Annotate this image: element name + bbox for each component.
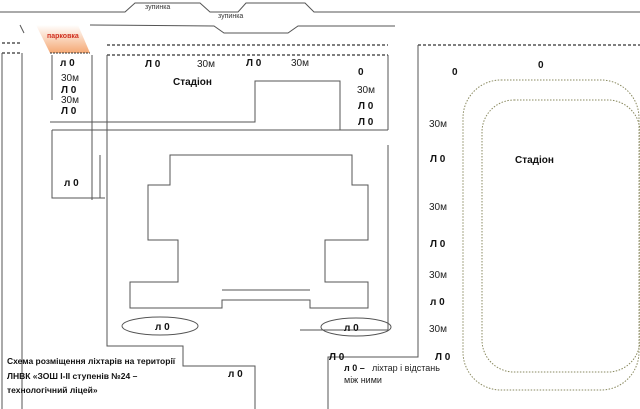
stadium-2-label: Стадіон [515,155,554,166]
lamp-marker: Л 0 [61,85,77,96]
lamp-marker: Л 0 [145,59,161,70]
lamp-marker: Л 0 [358,101,374,112]
distance-label: 30м [429,202,447,213]
legend-text: ліхтар і відстань [372,363,440,373]
parking-area [36,25,90,53]
lamp-marker: л 0 [430,297,445,308]
bus-stop-label-2: зупинка [218,13,243,20]
lamp-marker: Л 0 [329,352,345,363]
lamp-marker: Л 0 [435,352,451,363]
lamp-marker: Л 0 [430,154,446,165]
stadium-2-inner-track [481,99,640,373]
legend-symbol: л 0 – [344,363,365,373]
lamp-marker: л 0 [60,58,75,69]
lamp-marker: 0 [452,67,458,78]
lamp-flowerbed-1 [121,316,199,336]
road-edge-top [0,2,640,13]
caption-line-2: ЛНВК «ЗОШ І-ІІ ступенів №24 – [7,371,138,381]
distance-label: 30м [429,270,447,281]
lamp-marker: л 0 [155,322,170,333]
bus-stop-label-1: зупинка [145,4,170,11]
caption-line-1: Схема розміщення ліхтарів на території [7,356,176,366]
distance-label: 30м [61,73,79,84]
lamp-marker: Л 0 [430,239,446,250]
distance-label: 30м [429,324,447,335]
distance-label: 30м [357,85,375,96]
distance-label: 30м [197,59,215,70]
distance-label: 30м [61,95,79,106]
lamp-marker: Л 0 [246,58,262,69]
lamp-marker: Л 0 [358,117,374,128]
lamp-marker: Л 0 [61,106,77,117]
distance-label: 30м [291,58,309,69]
parking-label: парковка [47,33,79,40]
school-building [129,154,369,309]
lamp-marker: 0 [358,67,364,78]
lamp-marker: л 0 [228,369,243,380]
legend-text: між ними [344,375,382,385]
stadium-1-label: Стадіон [173,77,212,88]
lamp-marker: л 0 [344,323,359,334]
distance-label: 30м [429,119,447,130]
lamp-marker: 0 [538,60,544,71]
stadium-2-outer-track [462,79,640,391]
caption-line-3: технологічний ліцей» [7,385,98,395]
lamp-marker: л 0 [64,178,79,189]
lamp-flowerbed-2 [320,317,392,337]
road-edge-bottom [89,24,395,34]
